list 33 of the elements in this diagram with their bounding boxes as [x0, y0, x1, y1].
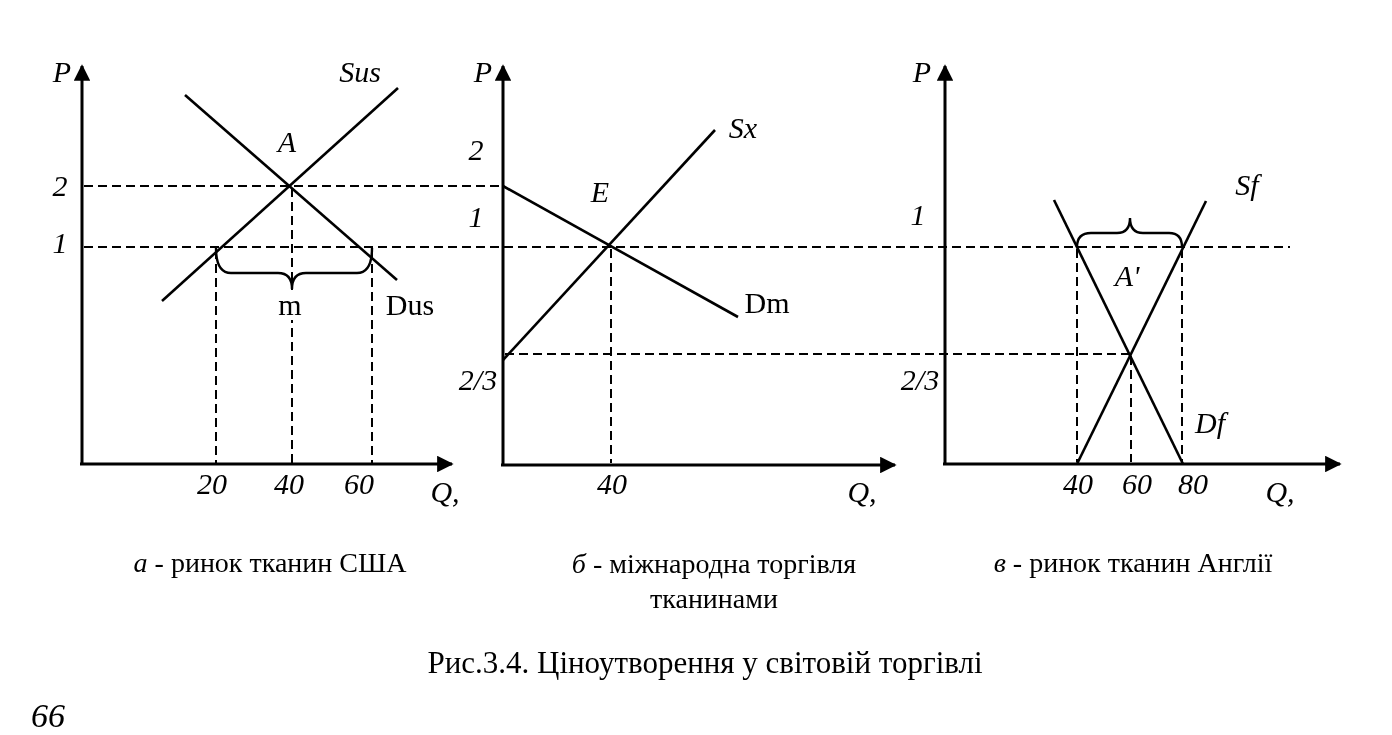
panel-caption: б - міжнародна торгівля тканинами — [570, 547, 858, 616]
panel-caption: а - ринок тканин США — [133, 549, 407, 577]
page-number: 66 — [31, 699, 65, 733]
tick-label: 40 — [1063, 469, 1093, 499]
tick-label: 80 — [1178, 469, 1208, 499]
tick-label: 2 — [468, 135, 484, 165]
figure-caption: Рис.3.4. Ціноутворення у світовій торгівлі — [427, 646, 983, 678]
tick-label: 60 — [1122, 469, 1152, 499]
point-label: E — [590, 177, 610, 207]
tick-label: 40 — [274, 469, 304, 499]
tick-label: 1 — [910, 200, 926, 230]
tick-label: 2/3 — [900, 365, 940, 395]
axis-label: P — [52, 57, 72, 87]
tick-label: 2 — [52, 171, 68, 201]
axis-label: Q, — [847, 477, 877, 507]
axis-label: Q, — [430, 477, 460, 507]
tick-label: 1 — [468, 202, 484, 232]
curve-label: Sx — [728, 113, 758, 143]
tick-label: 60 — [344, 469, 374, 499]
tick-label: 20 — [197, 469, 227, 499]
curve-label: Dm — [744, 288, 790, 318]
bracket-label: m — [278, 290, 302, 320]
tick-label: 2/3 — [458, 365, 498, 395]
axis-label: P — [912, 57, 932, 87]
tick-label: 1 — [52, 228, 68, 258]
axis-label: Q, — [1265, 477, 1295, 507]
point-label: A' — [1114, 261, 1140, 291]
axis-label: P — [473, 57, 493, 87]
tick-label: 40 — [597, 469, 627, 499]
panel-caption: в - ринок тканин Англії — [993, 549, 1273, 577]
curve-label: Sus — [339, 57, 381, 87]
curve-label: Dus — [385, 290, 435, 320]
point-label: A — [277, 127, 297, 157]
